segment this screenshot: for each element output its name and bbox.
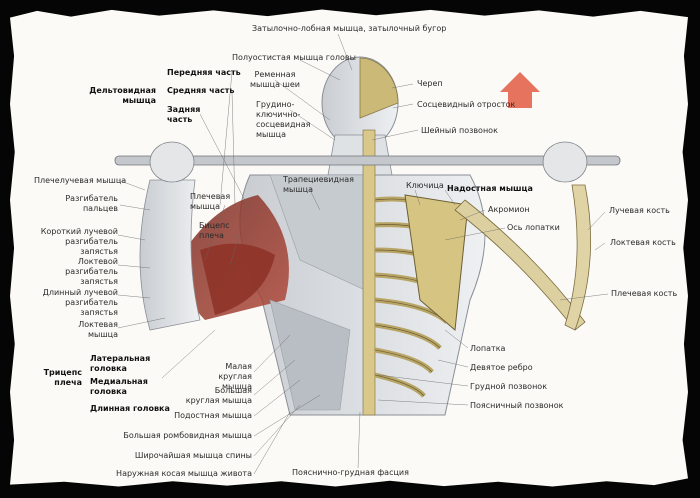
label-brachialis: Плечевая мышца: [190, 192, 231, 211]
label-splenius-cervicis: Ременная мышца шеи: [249, 70, 300, 89]
label-scapular-spine: Ось лопатки: [507, 223, 560, 232]
label-biceps: Бицепс плеча: [199, 221, 230, 240]
label-clavicle: Ключица: [406, 181, 444, 190]
label-teres-minor: Малая круглая мышца: [218, 362, 252, 391]
label-infraspinatus: Подостная мышца: [174, 411, 252, 420]
neck-shape: [327, 134, 393, 176]
label-lumbar-vertebra: Поясничный позвонок: [470, 401, 564, 410]
label-trapezius: Трапециевидная мышца: [283, 175, 354, 194]
label-occipitofrontalis: Затылочно-лобная мышца, затылочный бугор: [252, 24, 447, 33]
skull-shape: [359, 57, 399, 119]
label-cervical-vertebra: Шейный позвонок: [421, 126, 498, 135]
latissimus-muscle-shape: [269, 299, 351, 411]
left-forearm-shape: [139, 179, 201, 331]
label-deltoid-middle: Средняя часть: [167, 86, 235, 95]
label-acromion: Акромион: [488, 205, 530, 214]
label-skull: Череп: [417, 79, 443, 88]
label-semispinalis-capitis: Полуостистая мышца головы: [232, 53, 356, 62]
biceps-muscle-shape: [200, 243, 275, 315]
label-radius: Лучевая кость: [609, 206, 670, 215]
label-latissimus: Широчайшая мышца спины: [134, 451, 252, 460]
forearm-bones-shape: [564, 184, 592, 331]
label-ext-carpi-ulnaris: Локтевой разгибатель запястья: [65, 257, 118, 286]
label-finger-flexor: Разгибатель пальцев: [65, 194, 118, 213]
label-external-oblique: Наружная косая мышца живота: [116, 469, 252, 478]
leader-lines: [117, 33, 609, 475]
label-ext-carpi-radialis-brevis: Короткий лучевой разгибатель запястья: [40, 227, 118, 256]
label-deltoid-anterior: Передняя часть: [167, 68, 241, 77]
label-triceps-lateral: Латеральная головка: [90, 354, 151, 373]
label-anconeus: Локтевая мышца: [78, 320, 118, 339]
label-thoracic-vertebra: Грудной позвонок: [470, 382, 548, 391]
label-deltoid-posterior: Задняя часть: [167, 105, 201, 124]
label-teres-major: Большая круглая мышца: [185, 386, 252, 405]
label-sternocleidomastoid: Грудино-ключично-сосцевидная мышца: [256, 100, 311, 139]
label-thoracolumbar-fascia: Пояснично-грудная фасция: [292, 468, 409, 477]
barbell-shape: [114, 155, 621, 166]
label-ext-carpi-radialis-longus: Длинный лучевой разгибатель запястья: [42, 288, 118, 317]
humerus-shape: [454, 199, 586, 331]
label-ninth-rib: Девятое ребро: [470, 363, 533, 372]
label-scapula: Лопатка: [470, 344, 506, 353]
label-humerus: Плечевая кость: [611, 289, 678, 298]
label-mastoid-process: Сосцевидный отросток: [417, 100, 516, 109]
label-triceps-title: Трицепс плеча: [43, 368, 82, 387]
label-supraspinatus: Надостная мышца: [447, 184, 533, 193]
scapula-shape: [404, 194, 469, 332]
up-arrow-icon: [500, 72, 540, 108]
label-deltoid-title: Дельтовидная мышца: [89, 86, 156, 105]
label-brachioradialis: Плечелучевая мышца: [34, 176, 127, 185]
label-triceps-long: Длинная головка: [90, 404, 170, 413]
left-hand-shape: [149, 141, 195, 183]
label-rhomboid-major: Большая ромбовидная мышца: [123, 431, 252, 440]
label-triceps-medial: Медиальная головка: [90, 377, 148, 396]
label-ulna: Локтевая кость: [610, 238, 676, 247]
right-hand-shape: [542, 141, 588, 183]
